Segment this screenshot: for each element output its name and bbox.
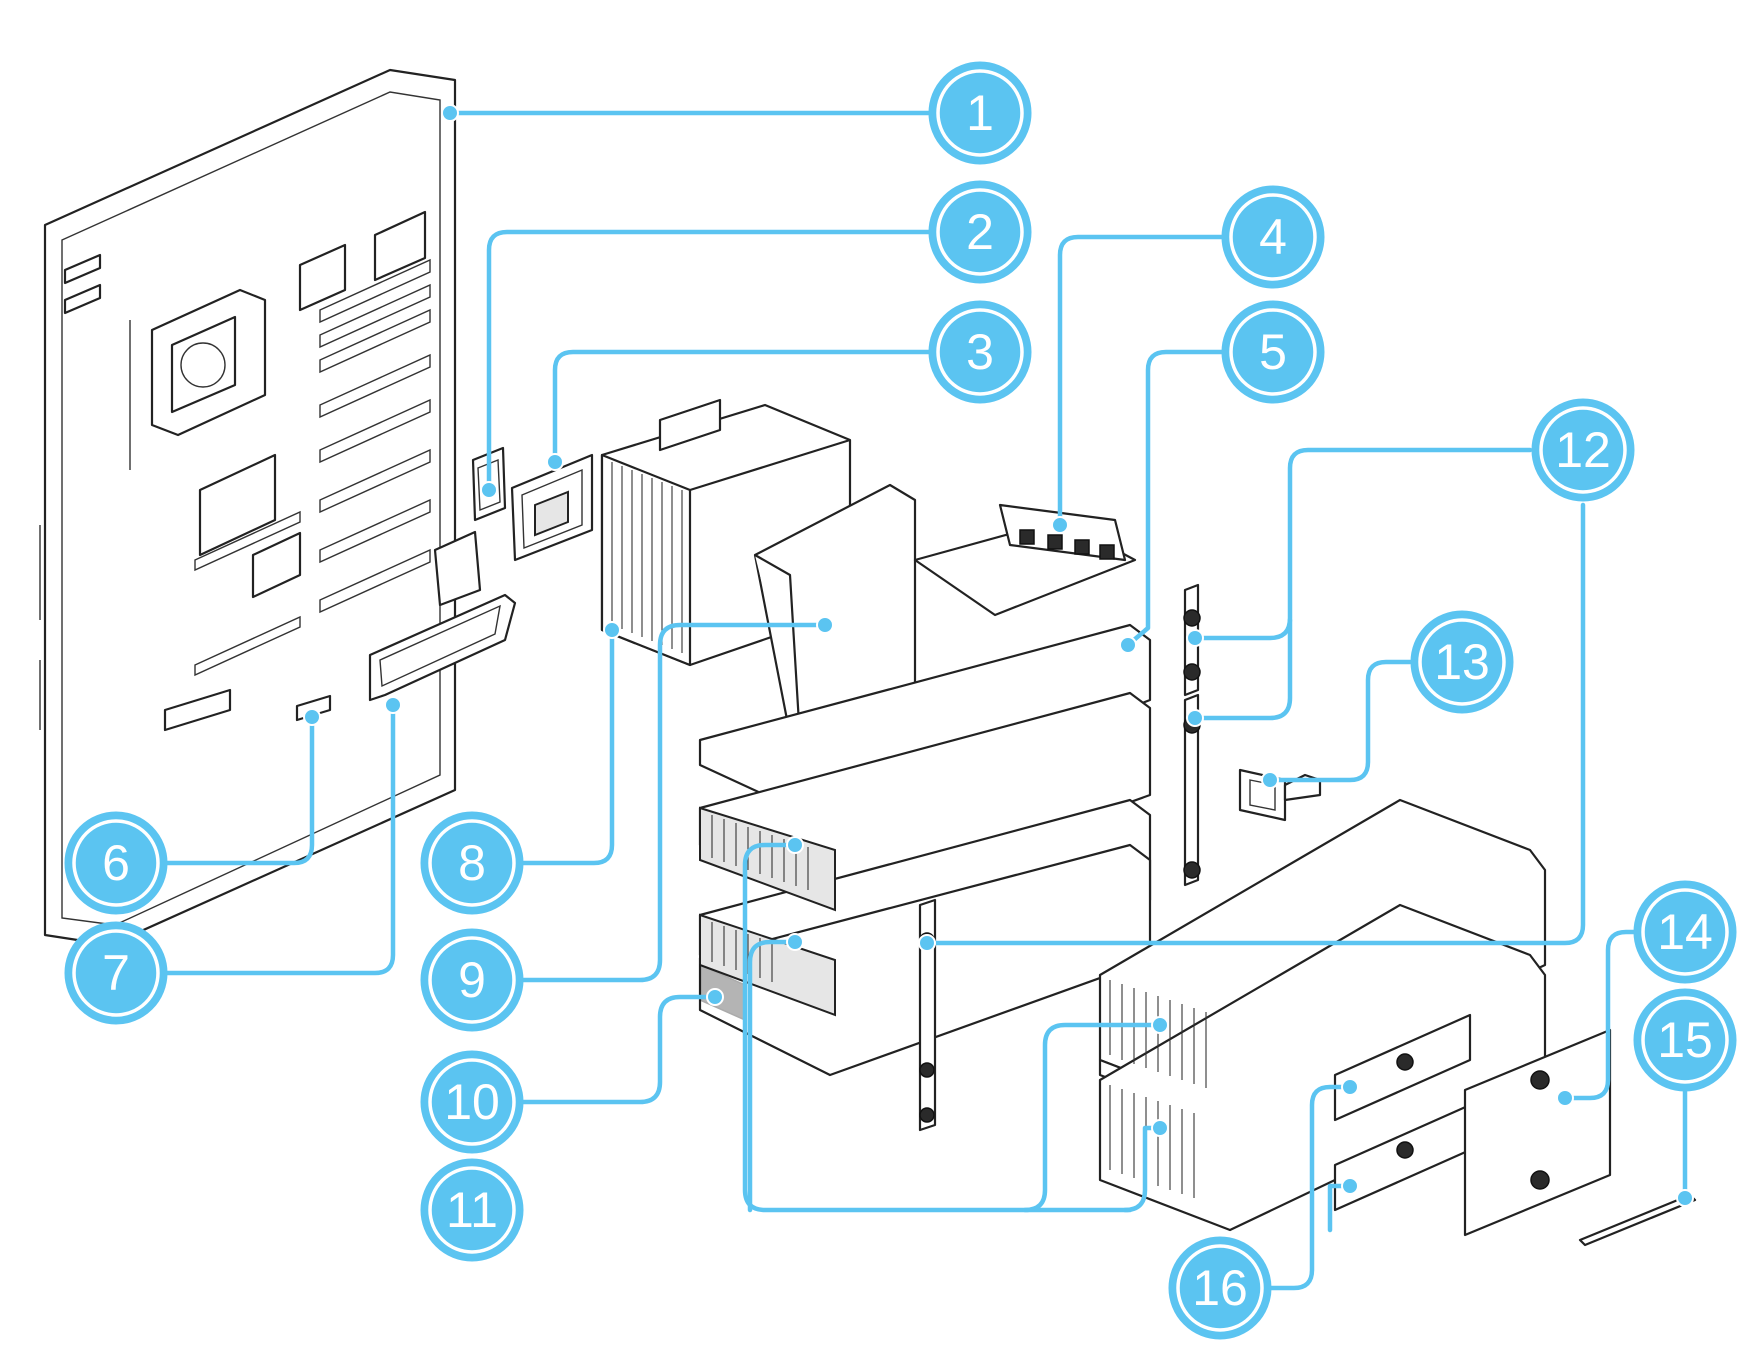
callout-1: 1 (928, 61, 1032, 165)
callout-13: 13 (1410, 610, 1514, 714)
leader-3 (552, 349, 933, 465)
callout-10: 10 (420, 1050, 524, 1154)
callout-15-label: 15 (1657, 1012, 1713, 1068)
callout-16: 16 (1168, 1236, 1272, 1340)
callout-11: 11 (420, 1158, 524, 1262)
leader-11a (742, 842, 1133, 1213)
callout-2: 2 (928, 180, 1032, 284)
callout-16-label: 16 (1192, 1260, 1248, 1316)
callout-15: 15 (1633, 988, 1737, 1092)
callout-6-label: 6 (102, 835, 130, 891)
io-board (913, 503, 1137, 617)
callout-11-label: 11 (446, 1182, 498, 1238)
callout-4: 4 (1221, 185, 1325, 289)
callout-4-label: 4 (1259, 209, 1287, 265)
gasket-ring (368, 593, 517, 702)
callout-1-label: 1 (966, 85, 994, 141)
processor-card (510, 453, 594, 562)
mounting-rails (918, 583, 1201, 1132)
leader-5 (1125, 349, 1273, 648)
callout-9-label: 9 (458, 952, 486, 1008)
leader-9 (517, 622, 828, 983)
leader-10 (517, 994, 718, 1105)
callout-14: 14 (1633, 880, 1737, 984)
callout-13-label: 13 (1434, 634, 1490, 690)
callout-5-label: 5 (1259, 324, 1287, 380)
callout-8-label: 8 (458, 835, 486, 891)
leader-7 (147, 702, 396, 976)
leader-12a (1192, 447, 1533, 641)
callout-3-label: 3 (966, 324, 994, 380)
leader-14 (1562, 929, 1663, 1101)
leader-11b (747, 939, 798, 1213)
leader-11d (1122, 1125, 1163, 1213)
leader-4 (1057, 234, 1273, 528)
leader-6 (147, 714, 315, 866)
callout-12-label: 12 (1555, 422, 1611, 478)
callout-6: 6 (64, 811, 168, 915)
leader-lines (147, 110, 1688, 1291)
callout-14-label: 14 (1657, 904, 1713, 960)
power-inlet (1238, 768, 1322, 822)
callout-2-label: 2 (966, 204, 994, 260)
callout-12: 12 (1531, 398, 1635, 502)
leader-dots (303, 104, 1694, 1207)
leader-11c (1022, 1022, 1163, 1213)
right-enclosures (1098, 798, 1697, 1247)
callout-8: 8 (420, 811, 524, 915)
callout-10-label: 10 (444, 1074, 500, 1130)
callout-9: 9 (420, 928, 524, 1032)
leader-8 (517, 627, 615, 866)
callout-7-label: 7 (102, 945, 130, 1001)
leader-13 (1267, 659, 1413, 783)
callout-5: 5 (1221, 300, 1325, 404)
callout-7: 7 (64, 921, 168, 1025)
callout-3: 3 (928, 300, 1032, 404)
leader-12c (924, 502, 1586, 946)
leader-2 (486, 229, 933, 493)
logic-board (39, 68, 482, 947)
leader-16 (1267, 1084, 1353, 1291)
leader-12b (1192, 617, 1293, 721)
